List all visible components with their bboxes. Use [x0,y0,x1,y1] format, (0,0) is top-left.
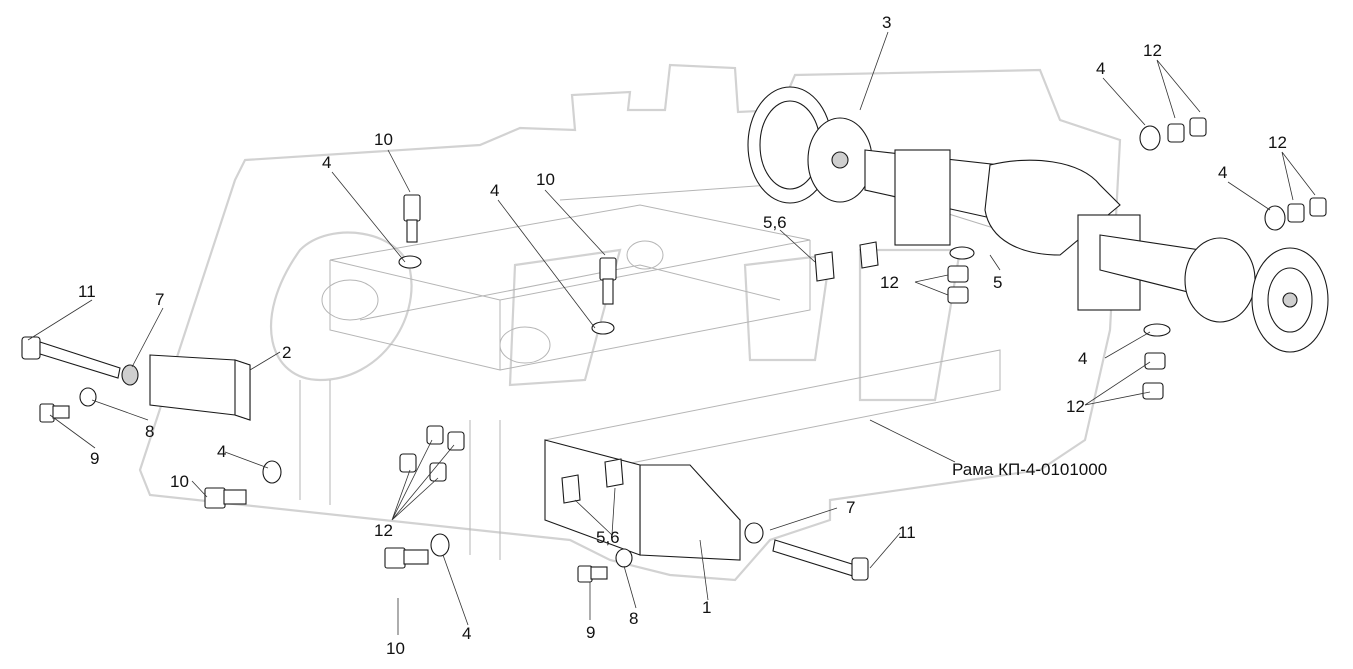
callout-4: 4 [217,442,226,461]
small-bolts [39,194,617,583]
callout-10: 10 [170,472,189,491]
callout-11: 11 [78,282,96,301]
callout-5: 5 [993,273,1002,292]
callout-10: 10 [536,170,555,189]
callout-7: 7 [155,290,164,309]
callout-4: 4 [1096,59,1105,78]
shims [561,241,879,504]
callout-9: 9 [90,449,99,468]
nuts [399,117,1327,482]
callout-10: 10 [386,639,405,658]
axle-assembly [747,86,1329,353]
callout-11: 11 [898,523,916,542]
callout-12: 12 [880,273,899,292]
frame-label: Рама КП-4-0101000 [952,460,1107,479]
callout-12: 12 [374,521,393,540]
long-bolts [21,336,869,581]
callout-10: 10 [374,130,393,149]
washers [79,125,1286,568]
callout-2: 2 [282,343,291,362]
callout-12: 12 [1066,397,1085,416]
watermark-logo [138,63,1122,582]
callout-4: 4 [1218,163,1227,182]
brackets [149,354,741,561]
callout-8: 8 [145,422,154,441]
callout-9: 9 [586,623,595,642]
callout-4: 4 [490,181,499,200]
callout-5-6: 5,6 [763,213,787,232]
callout-12: 12 [1268,133,1287,152]
callout-5-6: 5,6 [596,528,620,547]
leader-lines [27,31,1316,635]
callout-1: 1 [702,598,711,617]
callout-4: 4 [322,153,331,172]
callout-12: 12 [1143,41,1162,60]
callout-3: 3 [882,13,891,32]
callout-7: 7 [846,498,855,517]
callouts: 3 12 4 12 4 10 4 10 4 5,6 12 5 11 7 2 8 … [78,13,1287,658]
callout-8: 8 [629,609,638,628]
callout-4: 4 [1078,349,1087,368]
callout-4: 4 [462,624,471,643]
